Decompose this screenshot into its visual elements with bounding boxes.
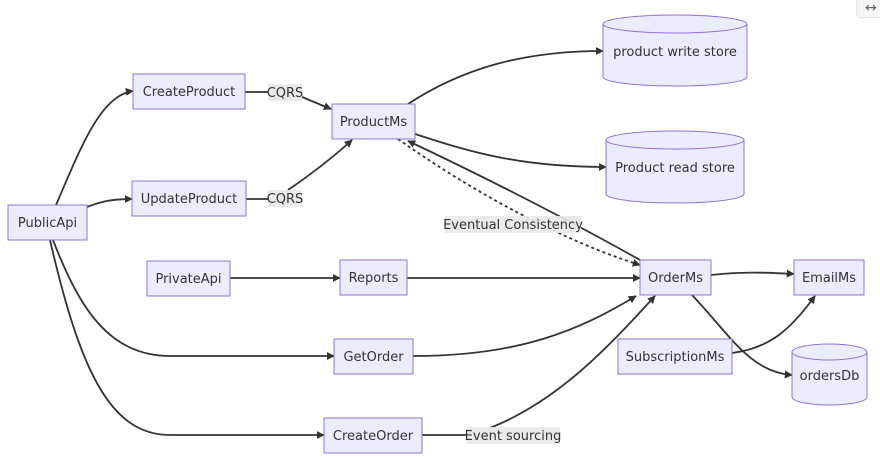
edges-layer: [49, 47, 816, 439]
node-label: product write store: [613, 45, 737, 60]
node-privateapi[interactable]: PrivateApi: [146, 260, 231, 297]
node-label: SubscriptionMs: [626, 350, 725, 365]
node-label: Product read store: [615, 161, 735, 176]
edge-label-text: CQRS: [267, 192, 304, 207]
node-label: GetOrder: [343, 350, 404, 365]
node-createproduct[interactable]: CreateProduct: [132, 73, 246, 110]
nodes-layer: PublicApi CreateProduct UpdateProduct Pr…: [7, 14, 868, 454]
node-createorder[interactable]: CreateOrder: [323, 417, 423, 454]
node-label: CreateProduct: [143, 85, 236, 100]
node-orderms[interactable]: OrderMs: [639, 259, 712, 296]
node-label: CreateOrder: [333, 429, 414, 444]
edge-publicapi-updateproduct: [86, 195, 133, 208]
node-label: PrivateApi: [155, 272, 221, 287]
node-publicapi[interactable]: PublicApi: [7, 204, 88, 241]
edge-publicapi-createorder: [49, 239, 325, 439]
edge-getorder-orderms: [412, 295, 637, 357]
node-label: EmailMs: [802, 271, 856, 286]
edge-orderms-productms: [407, 140, 641, 261]
edge-label-text: Eventual Consistency: [443, 218, 583, 233]
edge-createorder-orderms: [422, 296, 655, 436]
node-label: ordersDb: [800, 369, 860, 384]
node-product-write-store[interactable]: product write store: [602, 14, 748, 87]
edge-updateproduct-productms: [246, 140, 352, 200]
edge-subscriptionms-emailms: [731, 295, 816, 354]
horizontal-arrows-icon: ↔: [865, 0, 877, 16]
node-productms[interactable]: ProductMs: [331, 103, 416, 140]
edge-orderms-emailms: [710, 269, 795, 278]
node-ordersdb[interactable]: ordersDb: [791, 343, 868, 406]
node-label: OrderMs: [648, 271, 703, 286]
edge-productms-writestore: [407, 47, 604, 105]
edge-publicapi-getorder: [52, 239, 335, 360]
node-updateproduct[interactable]: UpdateProduct: [131, 180, 247, 217]
edge-createproduct-productms: [245, 91, 331, 109]
node-label: Reports: [349, 271, 399, 286]
node-getorder[interactable]: GetOrder: [333, 338, 414, 375]
edge-label-cqrs-create: CQRS: [267, 84, 304, 101]
edge-label-eventual-consistency: Eventual Consistency: [443, 216, 583, 233]
node-product-read-store[interactable]: Product read store: [605, 130, 745, 204]
edge-orderms-ordersdb: [691, 294, 793, 379]
node-label: PublicApi: [18, 216, 77, 231]
node-label: UpdateProduct: [141, 192, 237, 207]
edge-label-text: Event sourcing: [465, 429, 562, 444]
node-label: ProductMs: [340, 115, 408, 130]
edge-publicapi-createproduct: [55, 87, 134, 206]
expand-width-button[interactable]: ↔: [856, 0, 880, 18]
edge-productms-readstore: [414, 133, 607, 171]
edge-productms-orderms-dotted: [397, 138, 641, 267]
edge-label-event-sourcing: Event sourcing: [465, 427, 562, 444]
edge-label-text: CQRS: [267, 86, 304, 101]
node-reports[interactable]: Reports: [339, 259, 408, 296]
node-subscriptionms[interactable]: SubscriptionMs: [617, 338, 733, 375]
edge-label-cqrs-update: CQRS: [267, 190, 304, 207]
node-emailms[interactable]: EmailMs: [793, 259, 865, 296]
edge-labels-layer: CQRS CQRS Eventual Consistency Event sou…: [267, 84, 583, 444]
